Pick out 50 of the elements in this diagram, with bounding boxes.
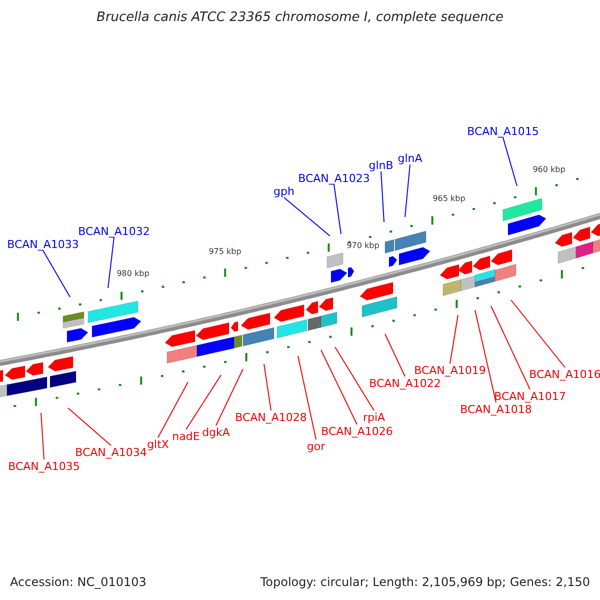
title: Brucella canis ATCC 23365 chromosome I, complete sequence [96, 11, 504, 24]
leader-line [68, 408, 112, 446]
leader-line [334, 346, 374, 411]
leader-line [42, 250, 70, 298]
gene-label: BCAN_A1018 [460, 404, 532, 414]
leader-line [284, 197, 330, 236]
leader-line [334, 184, 342, 234]
gene-label: BCAN_A1017 [494, 390, 566, 402]
gene-label: dgkA [202, 426, 230, 438]
leader-line [264, 364, 272, 411]
gene-label: BCAN_A1035 [8, 460, 80, 472]
leader-line [490, 306, 530, 390]
gene-label: BCAN_A1022 [369, 378, 441, 388]
scale-label: 975 kbp [208, 248, 242, 256]
leader-line [108, 237, 114, 288]
gene-label: BCAN_A1028 [235, 412, 307, 422]
leader-line [158, 382, 188, 438]
gene-label: BCAN_A1026 [321, 426, 393, 436]
gene-label: BCAN_A1019 [414, 364, 486, 376]
leader-line [216, 368, 244, 426]
gene-label: glnA [398, 152, 422, 164]
scale-label: 980 kbp [116, 270, 150, 278]
gene-label: BCAN_A1033 [7, 238, 79, 250]
leader-line [510, 300, 566, 368]
genome-summary-text: Topology: circular; Length: 2,105,969 bp; Genes: 2,150 [260, 576, 590, 588]
leader-line [404, 164, 410, 218]
gene-label: gor [306, 440, 326, 452]
gene-label: BCAN_A1015 [467, 126, 539, 136]
leader-line [502, 137, 518, 186]
scale-label: 970 kbp [346, 242, 380, 250]
gene-label: nadE [172, 430, 200, 442]
leader-line [40, 412, 44, 460]
leader-line [320, 350, 358, 425]
scale-label: 965 kbp [432, 195, 466, 203]
accession-text: Accession: NC_010103 [10, 576, 146, 588]
gene-label: gltX [147, 438, 169, 450]
gene-label: glnB [368, 160, 394, 170]
leader-line [474, 310, 496, 403]
leader-line [186, 374, 222, 430]
gene-label: rpiA [362, 412, 386, 422]
gene-label: BCAN_A1023 [298, 172, 370, 184]
scale-label: 960 kbp [532, 166, 566, 174]
leader-line [298, 356, 316, 440]
leader-line [450, 314, 458, 364]
gene-label: BCAN_A1034 [75, 446, 147, 458]
gene-label: gph [274, 186, 294, 196]
gene-label: BCAN_A1016 [529, 368, 600, 380]
leader-line [384, 334, 406, 377]
leader-line [380, 171, 384, 222]
gene-label: BCAN_A1032 [78, 226, 150, 236]
